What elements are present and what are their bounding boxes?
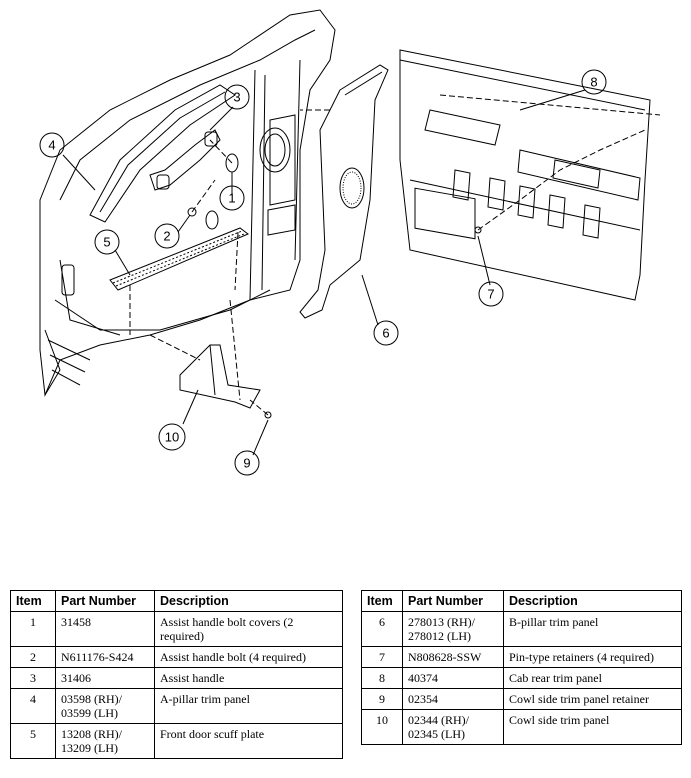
description-cell: Cowl side trim panel retainer <box>503 688 682 710</box>
header-part-number: Part Number <box>402 590 504 612</box>
callout-label: 10 <box>165 430 179 445</box>
description-cell: A-pillar trim panel <box>154 688 343 724</box>
part-number-cell: 40374 <box>402 667 504 689</box>
description-cell: B-pillar trim panel <box>503 611 682 647</box>
part-number-cell: 13208 (RH)/ 13209 (LH) <box>55 723 155 759</box>
callout-label: 8 <box>590 75 597 90</box>
table-header-row: Item Part Number Description <box>361 590 682 612</box>
part-number-cell: 03598 (RH)/ 03599 (LH) <box>55 688 155 724</box>
part-number-cell: 31406 <box>55 667 155 689</box>
header-part-number: Part Number <box>55 590 155 612</box>
description-cell: Front door scuff plate <box>154 723 343 759</box>
description-cell: Assist handle bolt (4 required) <box>154 646 343 668</box>
description-cell: Pin-type retainers (4 required) <box>503 646 682 668</box>
header-item: Item <box>10 590 56 612</box>
exploded-view-diagram: 1 2 3 4 5 6 7 8 9 10 <box>39 9 661 476</box>
callout-label: 3 <box>233 90 240 105</box>
cowl-side-trim-panel <box>179 344 261 409</box>
callout-label: 2 <box>163 229 170 244</box>
description-cell: Cab rear trim panel <box>503 667 682 689</box>
description-cell: Assist handle bolt covers (2 required) <box>154 611 343 647</box>
assist-handle <box>149 129 221 191</box>
pin-type-retainer <box>474 226 482 234</box>
b-pillar-trim-panel <box>299 64 389 319</box>
cab-body-outline <box>39 9 336 397</box>
part-number-cell: 278013 (RH)/ 278012 (LH) <box>402 611 504 647</box>
cowl-side-trim-panel-retainer <box>264 411 272 419</box>
callout-label: 5 <box>103 235 110 250</box>
header-item: Item <box>361 590 403 612</box>
item-cell: 9 <box>361 688 403 710</box>
header-description: Description <box>503 590 682 612</box>
part-number-cell: N808628-SSW <box>402 646 504 668</box>
part-number-cell: 31458 <box>55 611 155 647</box>
description-cell: Cowl side trim panel <box>503 709 682 745</box>
part-number-cell: 02354 <box>402 688 504 710</box>
front-door-scuff-plate <box>109 227 249 291</box>
item-cell: 2 <box>10 646 56 668</box>
table-header-row: Item Part Number Description <box>10 590 343 612</box>
assembly-lines <box>129 94 661 416</box>
callout-label: 6 <box>382 326 389 341</box>
assist-handle-bolt <box>187 207 197 217</box>
item-cell: 6 <box>361 611 403 647</box>
callout-label: 1 <box>228 191 235 206</box>
callout-label: 9 <box>243 456 250 471</box>
item-cell: 5 <box>10 723 56 759</box>
part-number-cell: 02344 (RH)/ 02345 (LH) <box>402 709 504 745</box>
leader-lines <box>62 89 586 456</box>
callout-circles <box>39 69 607 476</box>
description-cell: Assist handle <box>154 667 343 689</box>
part-number-cell: N611176-S424 <box>55 646 155 668</box>
item-cell: 10 <box>361 709 403 745</box>
item-cell: 4 <box>10 688 56 724</box>
a-pillar-trim-panel <box>89 84 236 223</box>
cab-rear-trim-panel <box>399 49 651 301</box>
item-cell: 7 <box>361 646 403 668</box>
item-cell: 8 <box>361 667 403 689</box>
callout-label: 4 <box>48 138 55 153</box>
callout-label: 7 <box>487 287 494 302</box>
item-cell: 1 <box>10 611 56 647</box>
header-description: Description <box>154 590 343 612</box>
item-cell: 3 <box>10 667 56 689</box>
